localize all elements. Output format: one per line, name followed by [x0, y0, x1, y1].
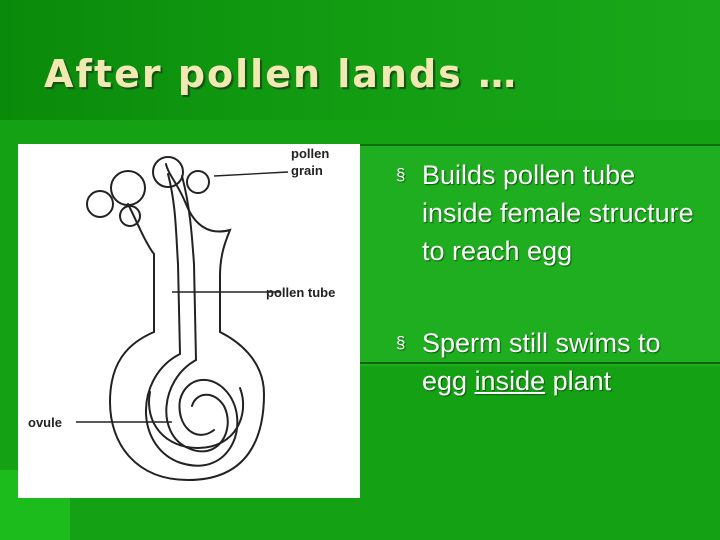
pistil-outline: [86, 156, 266, 482]
pollen-tube-shape: [165, 175, 229, 453]
bullet-marker: §: [396, 333, 406, 352]
bullet-underlined-text: inside: [474, 366, 546, 396]
slide-title: After pollen lands …: [44, 52, 519, 96]
bullet-item: § Sperm still swims to egg inside plant: [396, 324, 706, 400]
divider-line: [360, 362, 720, 364]
label-pollen-tube: pollen tube: [266, 285, 335, 300]
pollen-tube-shape: [145, 173, 239, 467]
pollen-grain-shape: [86, 190, 114, 218]
label-arrows: [76, 171, 289, 423]
bullet-text: Builds pollen tube inside female structu…: [422, 160, 694, 266]
bullet-text-part: Sperm still swims to egg: [422, 328, 661, 396]
pollen-grain-shape: [110, 170, 146, 206]
bullet-text-part: plant: [545, 366, 612, 396]
label-pollen-grain-2: grain: [291, 163, 323, 178]
label-ovule: ovule: [28, 415, 62, 430]
background-panel-right: [360, 144, 720, 366]
pistil-shape: [108, 163, 266, 482]
pollen-grain-shape: [152, 156, 184, 188]
bullet-list: § Builds pollen tube inside female struc…: [396, 156, 706, 400]
diagram-labels: pollen grain pollen tube ovule: [28, 146, 335, 430]
ovule-shape: [148, 387, 245, 450]
bullet-marker: §: [396, 165, 406, 184]
label-pollen-grain-1: pollen: [291, 146, 329, 161]
pollen-grain-shape: [186, 170, 210, 194]
pollen-grain-arrow: [213, 171, 289, 177]
bullet-item: § Builds pollen tube inside female struc…: [396, 156, 706, 270]
diagram-drawing: pollen grain pollen tube ovule: [28, 146, 335, 482]
pollen-tube-diagram: pollen grain pollen tube ovule: [18, 144, 360, 498]
